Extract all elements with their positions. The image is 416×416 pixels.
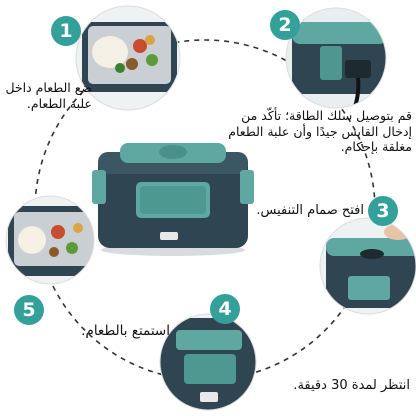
step-5-text: استمتع بالطعام.: [46, 323, 170, 340]
photo-heated-food: [5, 195, 95, 285]
step-1-badge: 1: [51, 16, 81, 46]
step-3-line-1: افتح صمام التنفيس.: [256, 203, 364, 218]
step-2-text: قم بتوصيل سلك الطاقة؛ تأكّد من إدخال الق…: [214, 108, 412, 155]
photo-vent-valve: [319, 217, 416, 315]
step-3-text: افتح صمام التنفيس.: [232, 203, 364, 219]
step-4-text: انتظر لمدة 30 دقيقة.: [270, 378, 410, 394]
step-4-line-1: انتظر لمدة 30 دقيقة.: [293, 378, 410, 393]
step-1-line-1: ضع الطعام داخل: [5, 80, 92, 95]
step-4-badge: 4: [210, 294, 240, 324]
step-1-text: ضع الطعام داخل علبة الطعام.: [5, 80, 92, 111]
step-3-badge: 3: [368, 196, 398, 226]
photo-power-cord: [285, 7, 387, 109]
step-5-badge: 5: [14, 295, 44, 325]
step-2-badge: 2: [270, 10, 300, 40]
step-2-line-1: قم بتوصيل سلك الطاقة؛ تأكّد من: [241, 108, 412, 123]
step-2-line-2: إدخال القابس جيدًا وأن علبة الطعام: [228, 123, 412, 139]
photo-open-box-with-food: [75, 5, 181, 111]
central-lunch-box: [92, 143, 254, 256]
step-2-line-3: مغلقة بإحكام.: [340, 139, 412, 155]
step-5-line-1: استمتع بالطعام.: [81, 323, 170, 339]
step-1-line-2: علبة الطعام.: [26, 95, 92, 111]
photo-closed-box: [159, 313, 257, 411]
